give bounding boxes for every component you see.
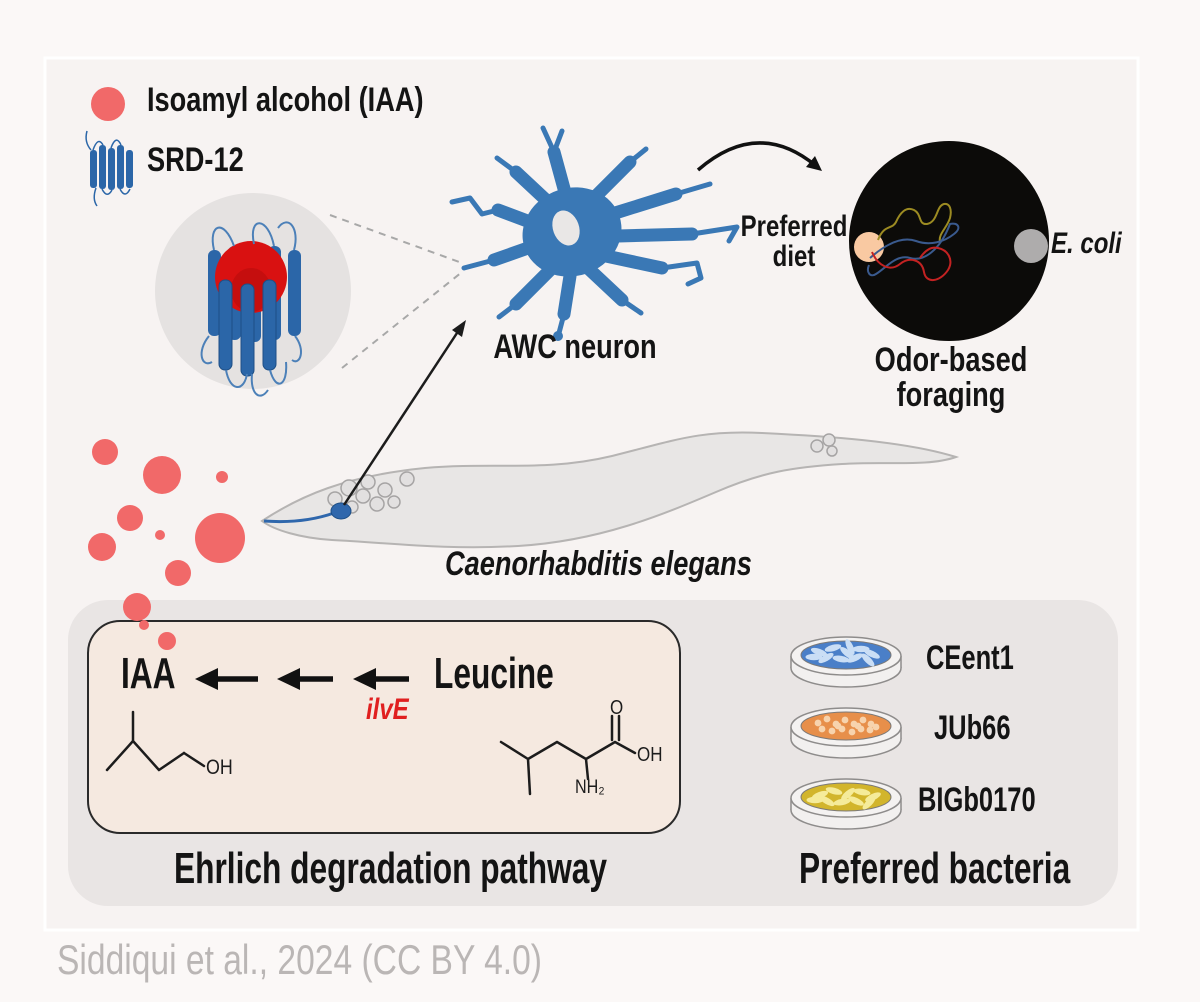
odor-foraging-caption-line1: Odor-based [874, 341, 1028, 379]
attribution-text: Siddiqui et al., 2024 (CC BY 4.0) [57, 936, 542, 983]
bacteria-cells [805, 639, 880, 667]
neuron-pointer-arrow [342, 320, 466, 506]
pathway-arrows [195, 668, 409, 690]
petri-dish-ceent1 [790, 636, 902, 688]
celegans-label: Caenorhabditis elegans [445, 545, 752, 583]
srd12-receptor-icon [200, 221, 302, 397]
ecoli-label: E. coli [1051, 227, 1122, 260]
neuron-nucleus [552, 210, 580, 246]
odor-molecule-dots [88, 439, 245, 650]
pathway-enzyme-label: ilvE [366, 693, 409, 726]
awc-neuron-label: AWC neuron [493, 328, 657, 366]
pathway-substrate-label: Leucine [434, 649, 554, 698]
iaa-hydroxyl-label: OH [206, 756, 233, 779]
leucine-carbonyl-o-label: O [610, 697, 624, 719]
legend-srd12-icon [85, 130, 133, 207]
dish-label-bigb0170: BIGb0170 [918, 781, 1036, 819]
bacteria-cells [814, 715, 880, 736]
preferred-diet-spot [854, 232, 884, 262]
legend-iaa-icon [91, 87, 125, 121]
leucine-hydroxyl-label: OH [637, 744, 663, 766]
ecoli-spot [1014, 229, 1048, 263]
dish-label-jub66: JUb66 [934, 709, 1011, 747]
petri-dish-bigb0170 [790, 778, 902, 830]
awc-soma-dot [330, 502, 352, 520]
leucine-amine-label: NH₂ [575, 777, 605, 798]
petri-dish-jub66 [790, 707, 902, 759]
worm-body [260, 431, 960, 549]
preferred-bacteria-caption: Preferred bacteria [799, 844, 1071, 893]
legend-srd12-label: SRD-12 [147, 141, 244, 179]
receptor-zoom-callout [155, 193, 463, 397]
worm-tracks [866, 202, 960, 281]
ehrlich-pathway-caption: Ehrlich degradation pathway [173, 844, 608, 893]
dish-label-ceent1: CEent1 [926, 639, 1014, 677]
bacteria-cells [806, 787, 881, 810]
preferred-diet-label-line2: diet [772, 240, 816, 273]
foraging-arrow [696, 141, 822, 172]
isoamyl-alcohol-structure [105, 710, 206, 772]
callout-dashed-lines [329, 214, 463, 369]
pathway-box [87, 620, 681, 834]
awc-dendrite-line [263, 511, 335, 524]
odor-foraging-caption-line2: foraging [896, 376, 1006, 414]
legend-iaa-label: Isoamyl alcohol (IAA) [147, 81, 424, 119]
leucine-structure [499, 714, 637, 796]
preferred-diet-label-line1: Preferred [740, 210, 848, 243]
pathway-product-label: IAA [121, 649, 176, 698]
foraging-plate-art [849, 141, 1049, 341]
awc-neuron-art [449, 125, 740, 341]
